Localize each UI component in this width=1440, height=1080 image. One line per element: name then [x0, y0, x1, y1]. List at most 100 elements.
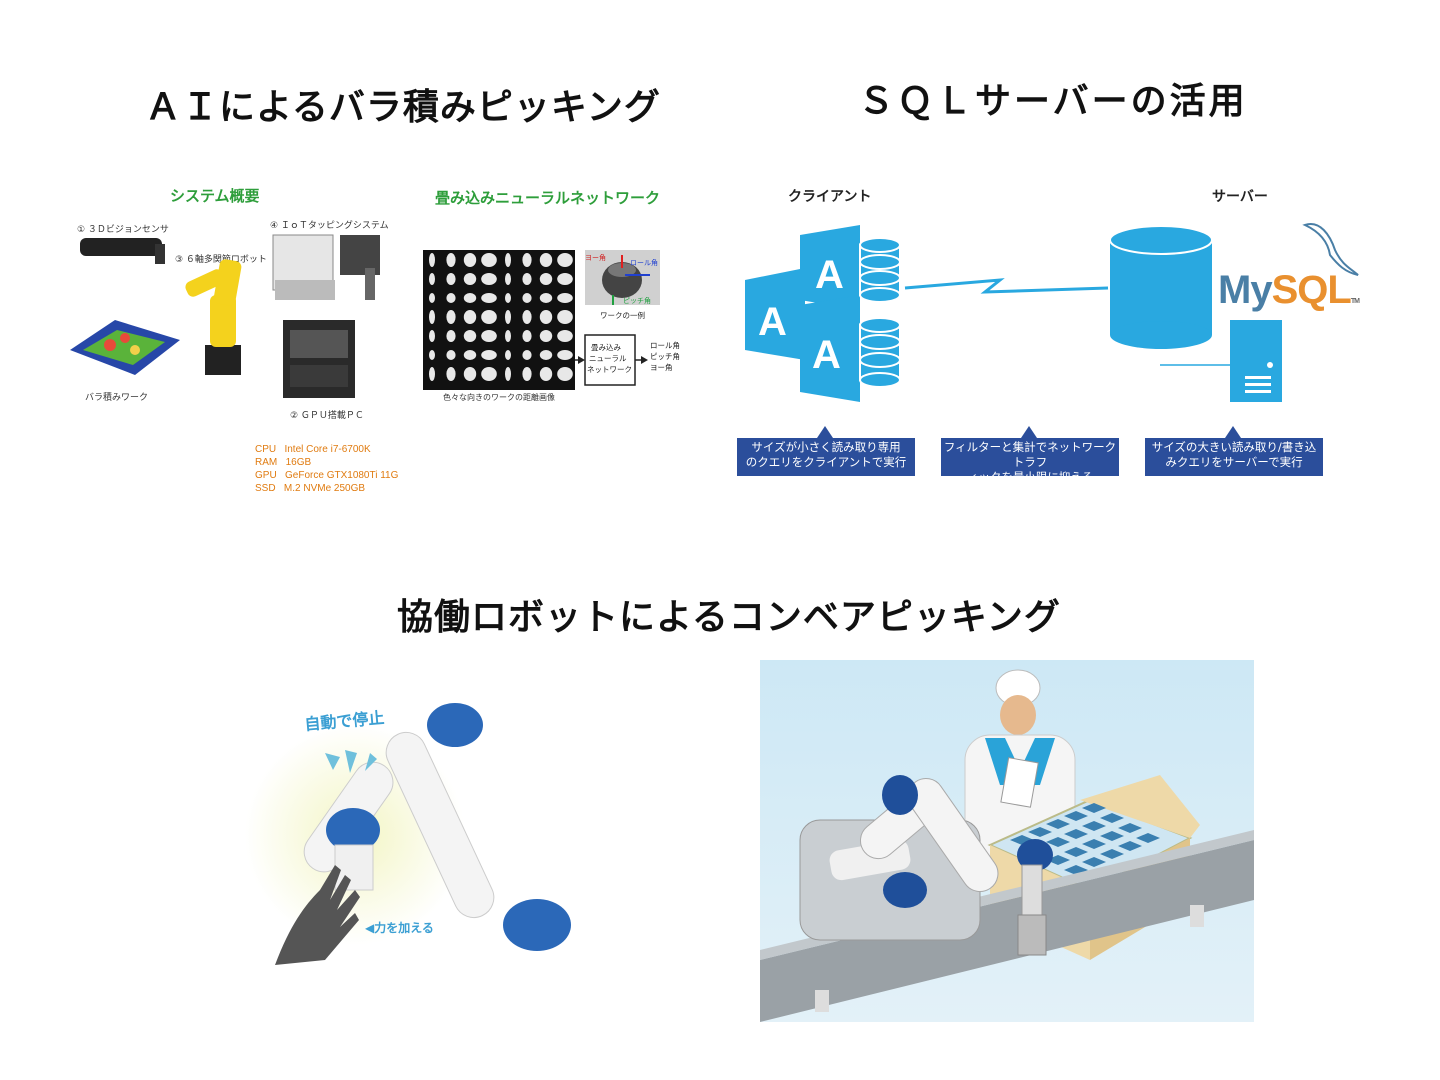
- server-tower-icon: [1160, 320, 1282, 402]
- 3d-sensor-icon: [80, 238, 165, 264]
- range-image-cell: [522, 330, 532, 342]
- range-image-cell: [463, 350, 477, 360]
- range-image-cell: [557, 253, 573, 267]
- spec-gpu: GPU GeForce GTX1080Ti 11G: [255, 470, 399, 481]
- range-image-cell: [481, 350, 497, 360]
- client-app-letter: A: [758, 300, 787, 344]
- bottle-cell: [1082, 839, 1106, 849]
- range-image-cell: [481, 273, 497, 285]
- output-pitch: ピッチ角: [650, 351, 680, 361]
- range-image-cell: [463, 330, 477, 342]
- server-database-icon: [1109, 225, 1213, 349]
- cobot-arm-icon: [303, 703, 571, 951]
- warning-marks-icon: [325, 750, 377, 773]
- workpiece-bin-icon: [70, 320, 180, 375]
- range-image-cell: [446, 293, 456, 303]
- client-database-icon: [859, 237, 901, 303]
- network-link: [904, 278, 1109, 294]
- range-image-cell: [446, 273, 456, 285]
- spec-ram: RAM 16GB: [255, 457, 312, 468]
- label-3d-sensor: ① ３Ｄビジョンセンサ: [77, 225, 169, 235]
- range-image-cell: [522, 253, 532, 267]
- ai-picking-figure: システム概要 畳み込みニューラルネットワーク ① ３Ｄビジョンセンサ ③ ６軸多…: [65, 180, 695, 510]
- range-image-cell: [505, 253, 511, 267]
- range-image-cell: [539, 310, 553, 324]
- label-robot: ③ ６軸多関節ロボット: [175, 255, 267, 265]
- callout-server-queries: サイズの大きい読み取り/書き込みクエリをサーバーで実行: [1145, 426, 1323, 476]
- cobot-safety-illustration: 自動で停止 ◀力を加える: [245, 703, 571, 965]
- range-image-cell: [429, 350, 435, 360]
- range-image-cell: [446, 367, 456, 381]
- cnn-box-line1: 畳み込み: [591, 343, 621, 352]
- range-image-cell: [446, 253, 456, 267]
- callout-client-queries: サイズが小さく読み取り専用のクエリをクライアントで実行: [737, 426, 915, 476]
- range-image-cell: [522, 367, 532, 381]
- range-image-grid: [423, 250, 575, 390]
- range-image-cell: [505, 293, 511, 303]
- range-image-cell: [557, 367, 573, 381]
- client-app-letter: A: [812, 333, 841, 377]
- range-image-cell: [463, 293, 477, 303]
- label-workpieces: バラ積みワーク: [85, 393, 149, 403]
- ai-illustration: ヨー角 ロール角 ピッチ角 ワークの一例 畳み込み ニューラル ネットワーク ロ…: [70, 234, 680, 398]
- range-image-cell: [463, 253, 477, 267]
- cnn-box-line2: ニューラル: [589, 354, 627, 363]
- sql-server-figure: クライアント サーバー A A A: [730, 180, 1370, 484]
- range-image-cell: [463, 273, 477, 285]
- bottle-cell: [1046, 837, 1070, 847]
- range-image-cell: [429, 310, 435, 324]
- range-image-cell: [557, 293, 573, 303]
- spec-ssd: SSD M.2 NVMe 250GB: [255, 483, 366, 494]
- system-overview-title: システム概要: [170, 187, 260, 205]
- bottle-cell: [1064, 847, 1088, 857]
- cobot-conveyor-figure: [760, 660, 1254, 1022]
- sql-illustration: A A A: [745, 223, 1359, 402]
- client-database-icon: [859, 317, 901, 388]
- client-app-icon: A: [800, 225, 860, 310]
- work-example-icon: [585, 250, 660, 305]
- range-image-cell: [539, 293, 553, 303]
- pitch-label: ピッチ角: [623, 296, 651, 305]
- client-app-letter: A: [815, 253, 844, 297]
- range-image-cell: [505, 367, 511, 381]
- bottle-cell: [1100, 813, 1124, 823]
- bottle-cell: [1082, 821, 1106, 831]
- bottle-cell: [1100, 831, 1124, 841]
- cnn-box-line3: ネットワーク: [587, 365, 632, 374]
- gpu-pc-icon: [283, 320, 355, 398]
- heading-cobot-conveyor: 協働ロボットによるコンベアピッキング: [397, 597, 1061, 638]
- bottle-cell: [1046, 819, 1070, 829]
- output-roll: ロール角: [650, 340, 680, 350]
- client-app-icon: A: [800, 295, 860, 402]
- iot-tapping-machine-icon: [272, 234, 380, 300]
- bottle-cell: [1118, 841, 1142, 851]
- bottle-cell: [1028, 827, 1052, 837]
- range-image-cell: [446, 310, 456, 324]
- range-image-cell: [505, 350, 511, 360]
- spec-cpu: CPU Intel Core i7-6700K: [255, 444, 371, 455]
- bottle-cell: [1064, 811, 1088, 821]
- range-image-cell: [481, 293, 497, 303]
- range-image-cell: [481, 253, 497, 267]
- range-image-cell: [522, 273, 532, 285]
- range-image-cell: [481, 330, 497, 342]
- range-image-cell: [557, 330, 573, 342]
- range-image-cell: [481, 310, 497, 324]
- range-image-cell: [505, 310, 511, 324]
- bottle-cell: [1064, 829, 1088, 839]
- range-image-cell: [522, 310, 532, 324]
- range-image-cell: [539, 253, 553, 267]
- range-image-cell: [429, 330, 435, 342]
- callout-network-traffic: フィルターと集計でネットワーク トラフィックを最小限に抑える: [941, 426, 1119, 484]
- work-example-label: ワークの一例: [600, 310, 645, 320]
- range-image-cell: [539, 367, 553, 381]
- bottle-cell: [1082, 857, 1106, 867]
- range-image-cell: [539, 273, 553, 285]
- range-image-cell: [539, 350, 553, 360]
- mysql-dolphin-icon: [1302, 223, 1359, 276]
- client-app-icon: A: [745, 268, 805, 360]
- range-image-cell: [463, 367, 477, 381]
- label-iot: ④ ＩｏＴタッピングシステム: [270, 221, 389, 231]
- hand-icon: [275, 865, 360, 965]
- bottle-cell: [1082, 803, 1106, 813]
